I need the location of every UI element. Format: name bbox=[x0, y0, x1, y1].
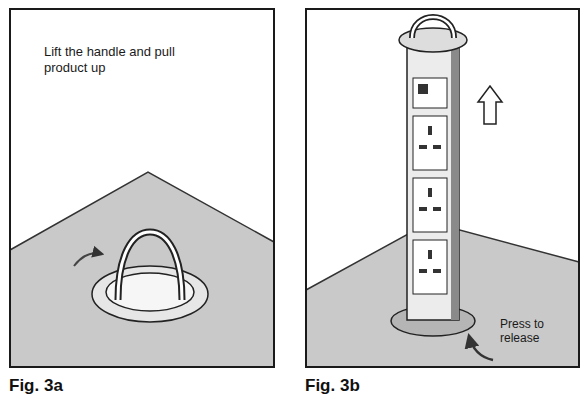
press-arrow bbox=[469, 336, 493, 360]
up-arrow bbox=[478, 86, 502, 124]
grommet-ring bbox=[92, 266, 208, 322]
lift-arrow bbox=[74, 253, 102, 266]
callout-text: Press to release bbox=[500, 317, 566, 346]
figure-panel: Lift the handle and pull product up bbox=[9, 8, 275, 368]
handle bbox=[412, 17, 454, 38]
switch bbox=[418, 84, 428, 94]
figure-caption: Fig. 3b bbox=[305, 376, 360, 396]
figure-caption: Fig. 3a bbox=[9, 376, 63, 396]
switch-panel bbox=[413, 78, 447, 108]
handle bbox=[118, 232, 182, 300]
handle-inner bbox=[412, 17, 454, 38]
pillar-side bbox=[451, 40, 459, 320]
top-cap bbox=[399, 28, 467, 52]
floor bbox=[10, 172, 274, 367]
wall-corner bbox=[10, 172, 274, 250]
socket-pins bbox=[419, 126, 441, 273]
handle-inner bbox=[118, 232, 182, 300]
figure-panel: Press to release bbox=[305, 8, 580, 368]
instruction-text: Lift the handle and pull product up bbox=[44, 44, 184, 75]
floor bbox=[306, 222, 579, 367]
sockets bbox=[413, 116, 447, 294]
pillar bbox=[407, 40, 459, 320]
